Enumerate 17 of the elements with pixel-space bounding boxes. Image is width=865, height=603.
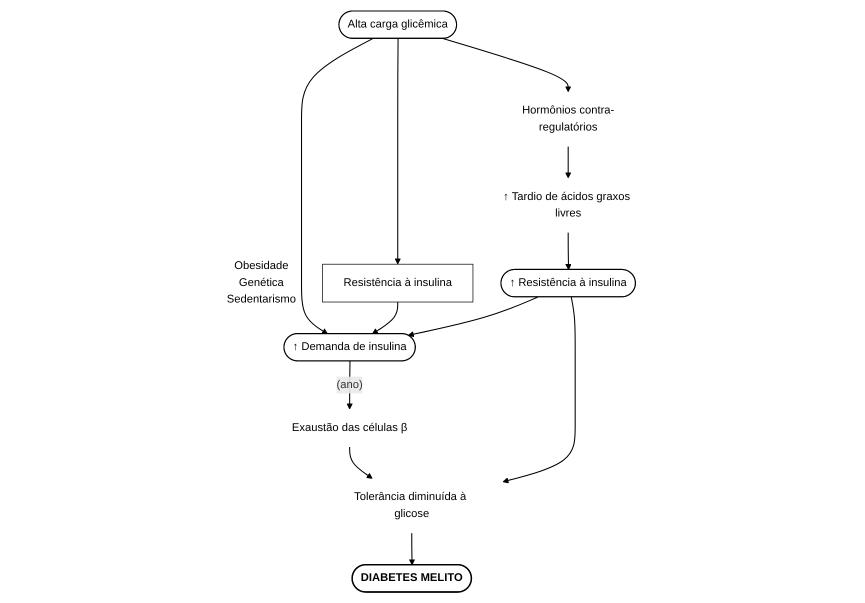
arrow [502,297,576,484]
arrow [443,38,572,92]
arrow [301,38,373,334]
arrow [408,296,538,338]
arrow [565,146,572,178]
node-text: Exaustão das células β [292,422,408,434]
arrow [565,232,572,270]
arrow [372,302,398,334]
node-text: Tolerância diminuída à glicose [354,491,466,520]
arrow [394,38,401,264]
node-box: Resistência à insulina [322,264,474,302]
node-text: Hormônios contra-regulatórios [522,104,614,134]
arrow [349,447,373,479]
edge-label: (ano) [336,378,363,391]
node-label: Obesidade Genética Sedentarismo [226,260,296,306]
arrow [408,533,416,566]
node-text: ↑ Tardio de ácidos graxos livres [503,190,630,220]
